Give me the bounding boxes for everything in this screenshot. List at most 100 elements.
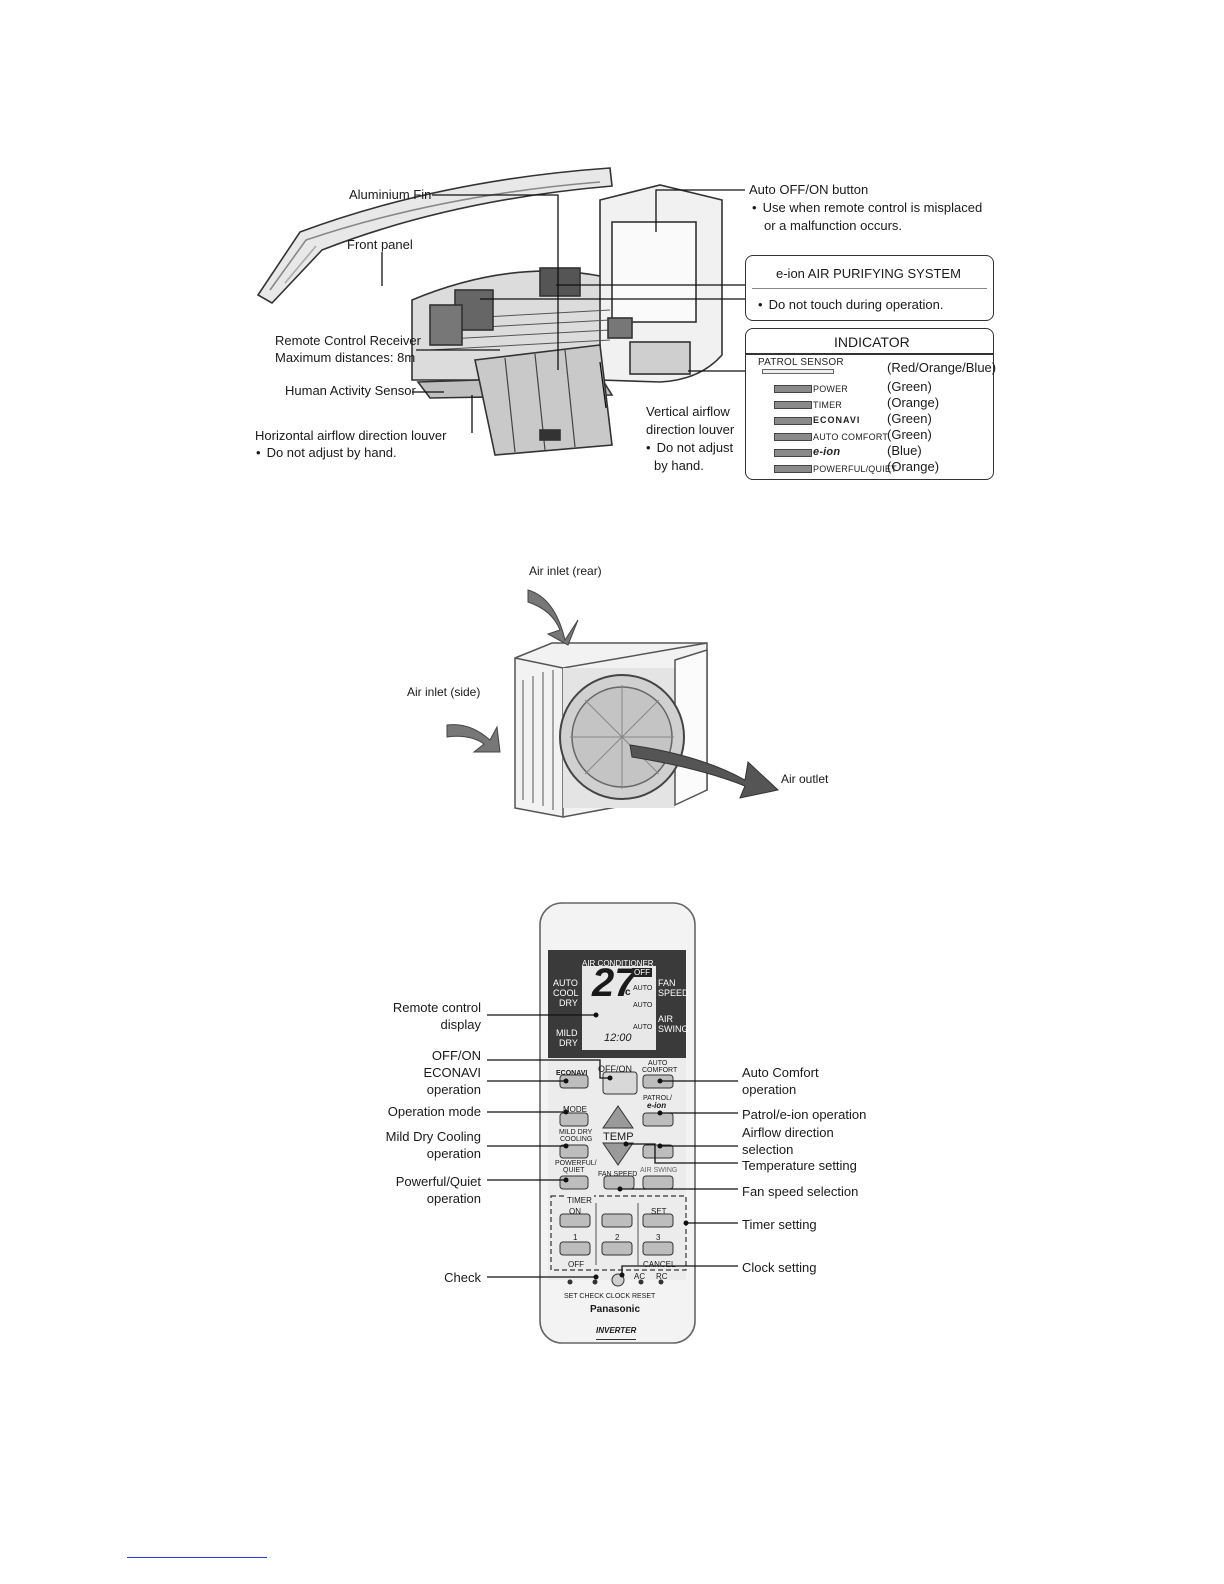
remote-air-label: AIR xyxy=(658,1014,674,1024)
auto-comfort-led xyxy=(774,433,812,441)
eion-led xyxy=(774,449,812,457)
remote-mode-mild: MILD xyxy=(556,1028,578,1038)
horizontal-louver-note: Do not adjust by hand. xyxy=(256,444,397,461)
mild-dry-button-label: MILD DRY xyxy=(559,1129,593,1136)
eion-box: e-ion AIR PURIFYING SYSTEM Do not touch … xyxy=(745,255,994,321)
display-callout-1: Remote control xyxy=(392,1000,481,1015)
patrol-sensor-color: (Red/Orange/Blue) xyxy=(887,360,997,375)
timer-set-label: SET xyxy=(651,1207,667,1216)
cooling-button-label: COOLING xyxy=(560,1136,593,1143)
power-led xyxy=(774,385,812,393)
rc-reset-label: RC xyxy=(656,1272,668,1281)
timer-label: TIMER xyxy=(813,400,842,410)
ac-reset-label: AC xyxy=(634,1272,646,1281)
remote-clock-display: 12:00 xyxy=(604,1032,632,1044)
quiet-button-label: QUIET xyxy=(563,1167,585,1174)
remote-fan-auto: AUTO xyxy=(633,985,653,992)
mild-callout-2: operation xyxy=(426,1146,481,1161)
patrol-callout: Patrol/e-ion operation xyxy=(742,1107,867,1122)
receiver-distance-label: Maximum distances: 8m xyxy=(275,350,416,365)
clock-callout: Clock setting xyxy=(742,1260,817,1275)
timer-callout: Timer setting xyxy=(742,1217,817,1232)
auto-comfort-button-label-2: COMFORT xyxy=(642,1067,678,1074)
remote-speed-label: SPEED xyxy=(658,988,689,998)
econavi-color: (Green) xyxy=(887,411,932,426)
timer-3-label: 3 xyxy=(656,1233,661,1242)
remote-mode-mild-dry: DRY xyxy=(559,1038,578,1048)
econavi-callout-2: operation xyxy=(426,1082,481,1097)
vertical-louver-label-2: direction louver xyxy=(646,422,735,437)
auto-comfort-button-label: AUTO xyxy=(648,1060,668,1067)
timer-1-label: 1 xyxy=(573,1233,578,1242)
check-callout: Check xyxy=(444,1270,481,1285)
footer-rule xyxy=(127,1557,267,1558)
auto-comfort-callout-2: operation xyxy=(742,1082,797,1097)
powerful-quiet-color: (Orange) xyxy=(887,459,940,474)
remote-auto-2: AUTO xyxy=(633,1002,653,1009)
temp-label: TEMP xyxy=(603,1131,634,1143)
panasonic-logo: Panasonic xyxy=(590,1304,641,1315)
mode-button-label: MODE xyxy=(563,1105,587,1114)
display-callout-2: display xyxy=(440,1017,481,1032)
remote-bottom-labels: SET CHECK CLOCK RESET xyxy=(564,1293,656,1300)
patrol-sensor-led xyxy=(762,369,834,374)
indicator-box: INDICATOR PATROL SENSOR (Red/Orange/Blue… xyxy=(745,328,997,480)
eion-label: e-ion xyxy=(813,446,841,458)
timer-led xyxy=(774,401,812,409)
mode-callout: Operation mode xyxy=(387,1104,481,1119)
econavi-led xyxy=(774,417,812,425)
horizontal-louver-label: Horizontal airflow direction louver xyxy=(255,428,447,443)
eion-button-label: e-ion xyxy=(647,1101,667,1110)
timer-2-label: 2 xyxy=(615,1233,620,1242)
powerful-quiet-label: POWERFUL/QUIET xyxy=(813,464,897,474)
auto-comfort-color: (Green) xyxy=(887,427,932,442)
human-sensor-label: Human Activity Sensor xyxy=(285,383,416,398)
remote-header: AIR CONDITIONER xyxy=(582,959,654,968)
remote-swing-label: SWING xyxy=(658,1024,689,1034)
inverter-logo: INVERTER xyxy=(596,1322,637,1340)
remote-temp-unit: °c xyxy=(621,987,631,998)
remote-mode-auto: AUTO xyxy=(553,978,578,988)
eion-note: Do not touch during operation. xyxy=(758,296,943,313)
remote-swing-auto: AUTO xyxy=(633,1024,653,1031)
timer-off-label: OFF xyxy=(568,1260,584,1269)
econavi-button-label: ECONAVI xyxy=(556,1070,588,1077)
pq-callout-2: operation xyxy=(426,1191,481,1206)
air-inlet-rear-label: Air inlet (rear) xyxy=(529,564,602,578)
timer-on-label: ON xyxy=(569,1207,581,1216)
eion-title: e-ion AIR PURIFYING SYSTEM xyxy=(776,266,961,281)
fan-speed-button-label: FAN SPEED xyxy=(598,1171,638,1178)
airflow-callout-2: selection xyxy=(742,1142,794,1157)
fan-speed-callout: Fan speed selection xyxy=(742,1184,859,1199)
auto-button-note-1: Use when remote control is misplaced xyxy=(752,199,982,216)
auto-button-label: Auto OFF/ON button xyxy=(749,182,869,197)
aluminium-fin-label: Aluminium Fin xyxy=(349,187,432,202)
auto-comfort-label: AUTO COMFORT xyxy=(813,432,889,442)
econavi-callout-1: ECONAVI xyxy=(423,1065,481,1080)
offon-callout: OFF/ON xyxy=(431,1048,481,1063)
remote-mode-cool: COOL xyxy=(553,988,579,998)
airflow-callout-1: Airflow direction xyxy=(742,1125,834,1140)
pq-callout-1: Powerful/Quiet xyxy=(395,1174,481,1189)
temperature-callout: Temperature setting xyxy=(742,1158,857,1173)
patrol-button-label: PATROL/ xyxy=(643,1095,672,1102)
receiver-label: Remote Control Receiver xyxy=(275,333,421,348)
timer-cancel-label: CANCEL xyxy=(643,1260,676,1269)
front-panel-label: Front panel xyxy=(347,237,413,252)
powerful-quiet-led xyxy=(774,465,812,473)
timer-label: TIMER xyxy=(565,1192,594,1209)
vertical-louver-note-2: by hand. xyxy=(654,458,704,473)
air-swing-button-label: AIR SWING xyxy=(640,1167,678,1174)
econavi-label: ECONAVI xyxy=(813,415,861,425)
eion-color: (Blue) xyxy=(887,443,922,458)
indicator-title: INDICATOR xyxy=(834,334,910,350)
remote-mode-dry: DRY xyxy=(559,998,578,1008)
power-label: POWER xyxy=(813,384,849,394)
air-outlet-label: Air outlet xyxy=(781,772,829,786)
vertical-louver-note-1: Do not adjust xyxy=(646,439,733,456)
powerful-button-label: POWERFUL/ xyxy=(555,1160,597,1167)
auto-comfort-callout-1: Auto Comfort xyxy=(742,1065,819,1080)
remote-temp: 27 xyxy=(592,961,637,1005)
timer-color: (Orange) xyxy=(887,395,940,410)
